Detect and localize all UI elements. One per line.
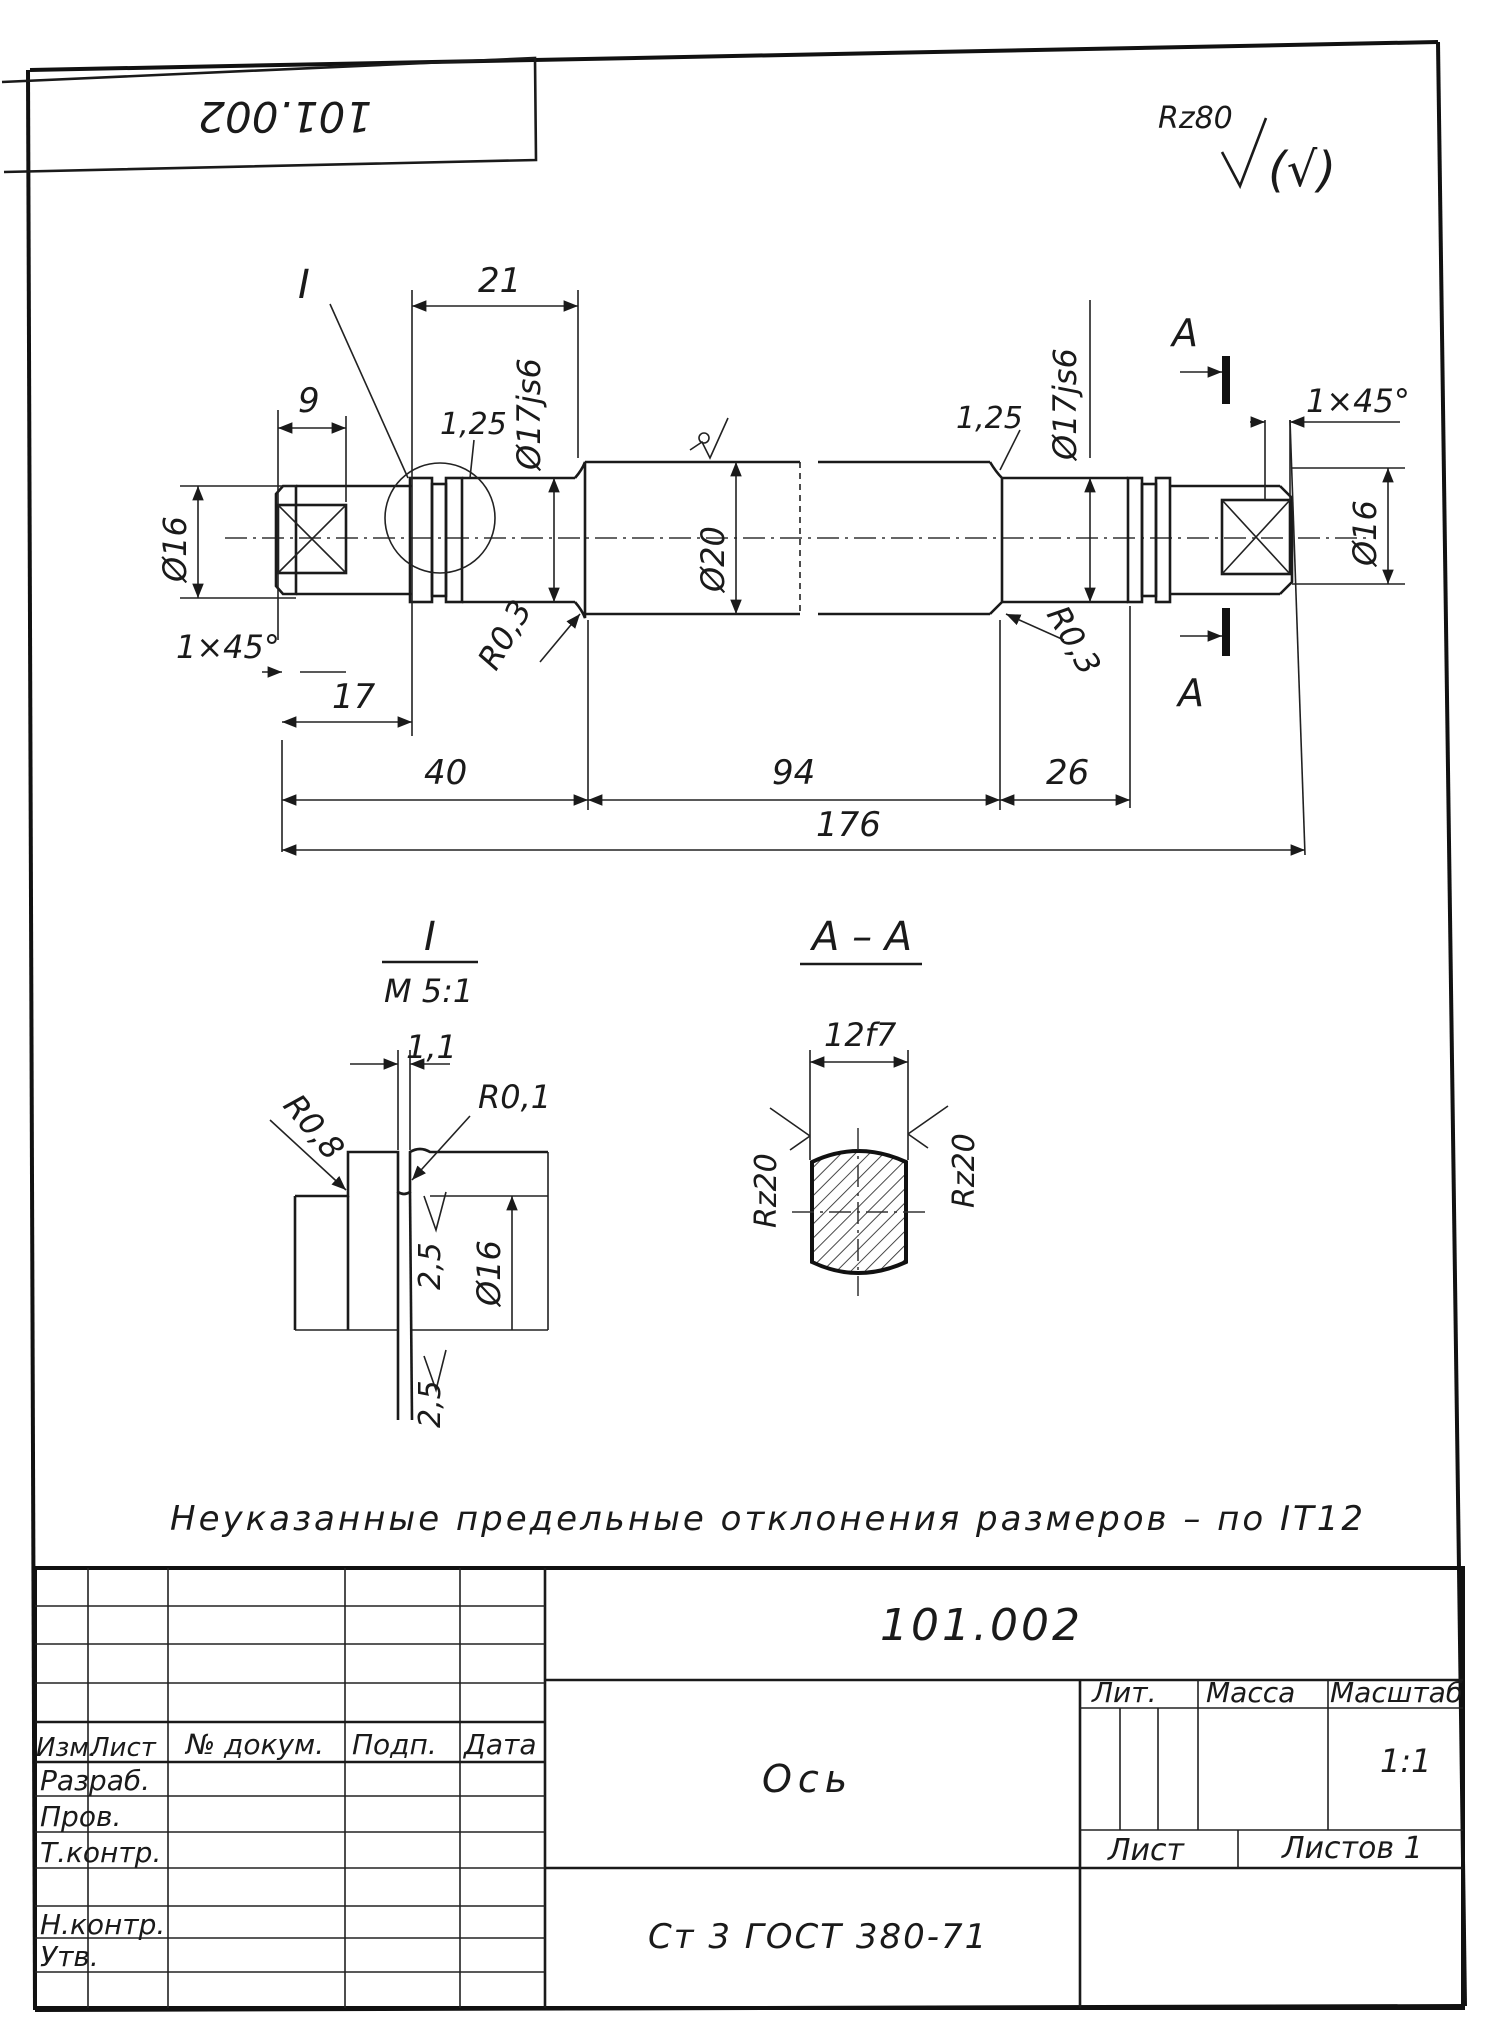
title-name: Ось xyxy=(762,1757,853,1801)
role-tkontr: Т.контр. xyxy=(40,1836,161,1869)
dim-dia16-left: Ø16 xyxy=(156,516,194,584)
dim-94: 94 xyxy=(772,753,815,793)
section-rz-right: Rz20 xyxy=(947,1133,982,1208)
main-view: I 21 9 1,25 Ø17js6 Ø16 Ø20 xyxy=(156,261,1410,856)
hdr-date: Дата xyxy=(462,1728,537,1761)
role-razrab: Разраб. xyxy=(40,1764,150,1797)
section-mark-bottom: A xyxy=(1175,671,1204,715)
dim-1-25-left: 1,25 xyxy=(440,407,507,442)
detail-scale: М 5:1 xyxy=(384,972,473,1010)
detail-r01: R0,1 xyxy=(478,1078,551,1116)
detail-dim-1-1: 1,1 xyxy=(406,1028,457,1066)
dim-r03-right: R0,3 xyxy=(1039,599,1108,681)
dim-1-25-right: 1,25 xyxy=(956,401,1023,436)
scale-value: 1:1 xyxy=(1380,1742,1432,1780)
role-nkontr: Н.контр. xyxy=(40,1908,165,1941)
hdr-sign: Подп. xyxy=(352,1728,437,1761)
col-lit: Лит. xyxy=(1091,1676,1156,1709)
section-view-AA: А – А 12f7 Rz20 Rz20 xyxy=(749,914,982,1296)
role-prov: Пров. xyxy=(40,1800,121,1833)
title-block: 101.002 Ось Ст 3 ГОСТ 380-71 Лит. Масса … xyxy=(33,1566,1465,2010)
sheets-label: Листов 1 xyxy=(1281,1831,1423,1866)
col-mass: Масса xyxy=(1206,1676,1295,1709)
dim-176: 176 xyxy=(816,805,881,845)
detail-view-I: I М 5:1 1,1 R0,1 R0,8 2,5 2,5 Ø16 xyxy=(269,914,551,1428)
general-roughness: Rz80 (√) xyxy=(1158,101,1336,198)
dim-21: 21 xyxy=(478,261,521,301)
title-material: Ст 3 ГОСТ 380-71 xyxy=(648,1917,988,1957)
detail-rough-b: 2,5 xyxy=(413,1380,448,1428)
roughness-bracket-symbol: (√) xyxy=(1268,142,1336,198)
dim-9: 9 xyxy=(298,381,320,421)
dim-r03-left: R0,3 xyxy=(470,594,539,676)
section-mark-top: A xyxy=(1169,311,1198,355)
detail-mark-I: I xyxy=(298,262,310,308)
dim-dia16-right: Ø16 xyxy=(1346,500,1384,568)
detail-rough-a: 2,5 xyxy=(413,1242,448,1290)
dim-chamfer-left: 1×45° xyxy=(176,628,280,666)
detail-r08: R0,8 xyxy=(276,1087,352,1167)
title-designation: 101.002 xyxy=(880,1600,1083,1651)
drawing-frame xyxy=(26,40,1467,2012)
hdr-doc: № докум. xyxy=(184,1728,324,1761)
section-rz-left: Rz20 xyxy=(749,1153,784,1228)
dim-26: 26 xyxy=(1046,753,1089,793)
detail-dia16: Ø16 xyxy=(470,1240,508,1308)
sheet-label: Лист xyxy=(1107,1833,1186,1868)
dim-dia17-right: Ø17js6 xyxy=(1046,348,1084,462)
dim-17: 17 xyxy=(332,677,376,717)
hdr-list: Лист xyxy=(89,1733,157,1763)
roughness-rz80: Rz80 xyxy=(1158,101,1233,136)
dim-40: 40 xyxy=(424,753,467,793)
dim-dia17-left: Ø17js6 xyxy=(510,358,548,472)
dim-chamfer-right: 1×45° xyxy=(1306,382,1410,420)
detail-title: I xyxy=(424,914,436,960)
section-title: А – А xyxy=(809,914,912,960)
rotated-doc-code: 101.002 xyxy=(198,92,372,141)
col-scale: Масштаб xyxy=(1330,1676,1463,1709)
rotated-code-box: 101.002 xyxy=(1,56,538,174)
role-utv: Утв. xyxy=(40,1940,99,1973)
section-width-12f7: 12f7 xyxy=(824,1016,897,1054)
dim-dia20: Ø20 xyxy=(694,526,732,594)
tolerance-note: Неуказанные предельные отклонения размер… xyxy=(170,1499,1366,1539)
hdr-izm: Изм. xyxy=(36,1733,97,1763)
